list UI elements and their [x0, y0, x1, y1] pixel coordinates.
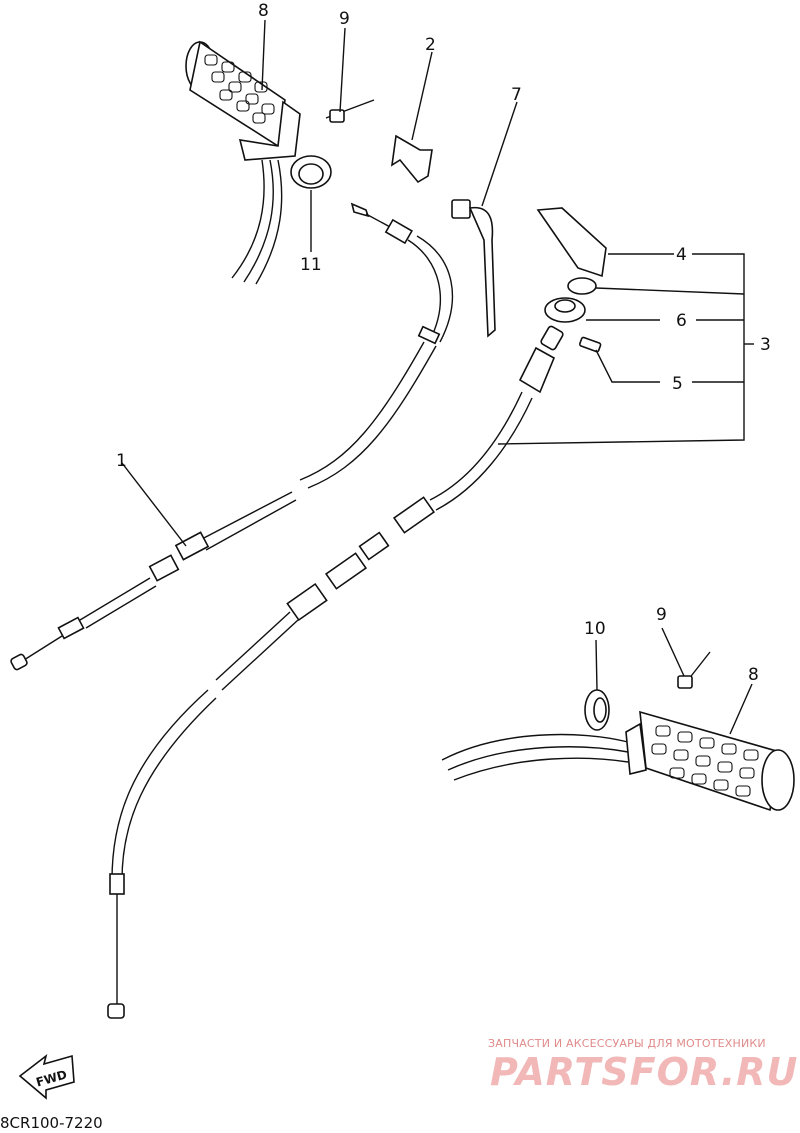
cover-plate-4 — [536, 207, 607, 278]
callout-8-bottom: 8 — [748, 665, 759, 685]
diagram-code: 8CR100-7220 — [0, 1114, 103, 1132]
callout-2: 2 — [425, 35, 436, 55]
cable-tie-7 — [451, 199, 496, 338]
right-grip — [441, 710, 795, 812]
callout-7: 7 — [511, 85, 522, 105]
throttle-cable-1 — [10, 202, 453, 671]
washer-4 — [567, 277, 597, 295]
pin-5 — [578, 336, 602, 353]
left-grip — [185, 40, 301, 285]
clip-2 — [390, 134, 433, 184]
watermark-tagline: ЗАПЧАСТИ И АКСЕССУАРЫ ДЛЯ МОТОТЕХНИКИ — [488, 1037, 766, 1050]
callout-9-top: 9 — [339, 9, 350, 29]
callout-5: 5 — [672, 374, 683, 394]
throttle-cable-3 — [107, 325, 564, 1019]
fwd-arrow-icon: FWD — [18, 1053, 75, 1100]
collar-10 — [584, 689, 610, 731]
callout-4: 4 — [676, 245, 687, 265]
callout-1: 1 — [116, 451, 127, 471]
screw-9-top — [325, 99, 375, 123]
callout-3: 3 — [760, 335, 771, 355]
leader-lines — [121, 19, 754, 735]
nut-6 — [544, 297, 586, 323]
callout-6: 6 — [676, 311, 687, 331]
callout-8-top: 8 — [258, 1, 269, 21]
watermark-logo: PARTSFOR.RU — [490, 1050, 799, 1094]
screw-9-bottom — [677, 651, 711, 689]
collar-11 — [290, 155, 332, 189]
callout-10: 10 — [584, 619, 606, 639]
callout-11: 11 — [300, 255, 322, 275]
callout-9-bottom: 9 — [656, 605, 667, 625]
